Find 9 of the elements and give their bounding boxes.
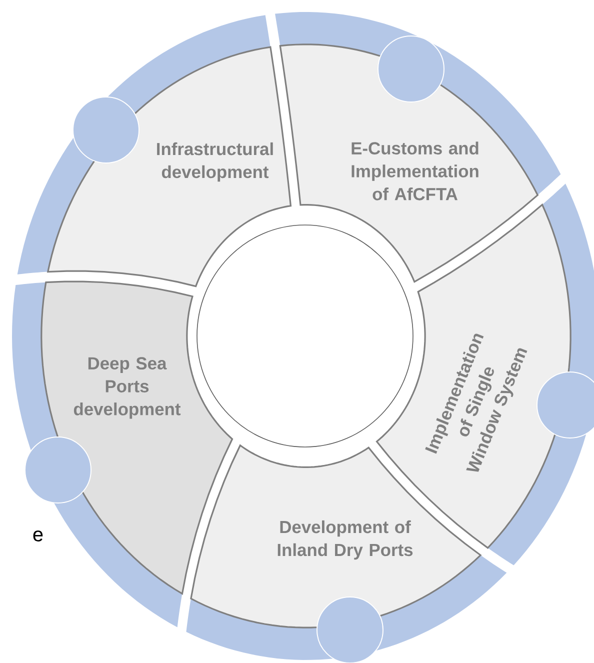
segment: E-Customs and Implementation of AfCFTA: [279, 44, 539, 283]
circle-marker: [24, 436, 92, 504]
circle-marker: [72, 96, 140, 164]
text-fragment: e: [33, 530, 43, 542]
centre-circle: [196, 224, 414, 448]
circle-marker: [536, 372, 594, 438]
circle-marker: [316, 596, 384, 663]
segment: Infrastructural development: [46, 46, 292, 288]
circle-marker: [378, 36, 444, 102]
